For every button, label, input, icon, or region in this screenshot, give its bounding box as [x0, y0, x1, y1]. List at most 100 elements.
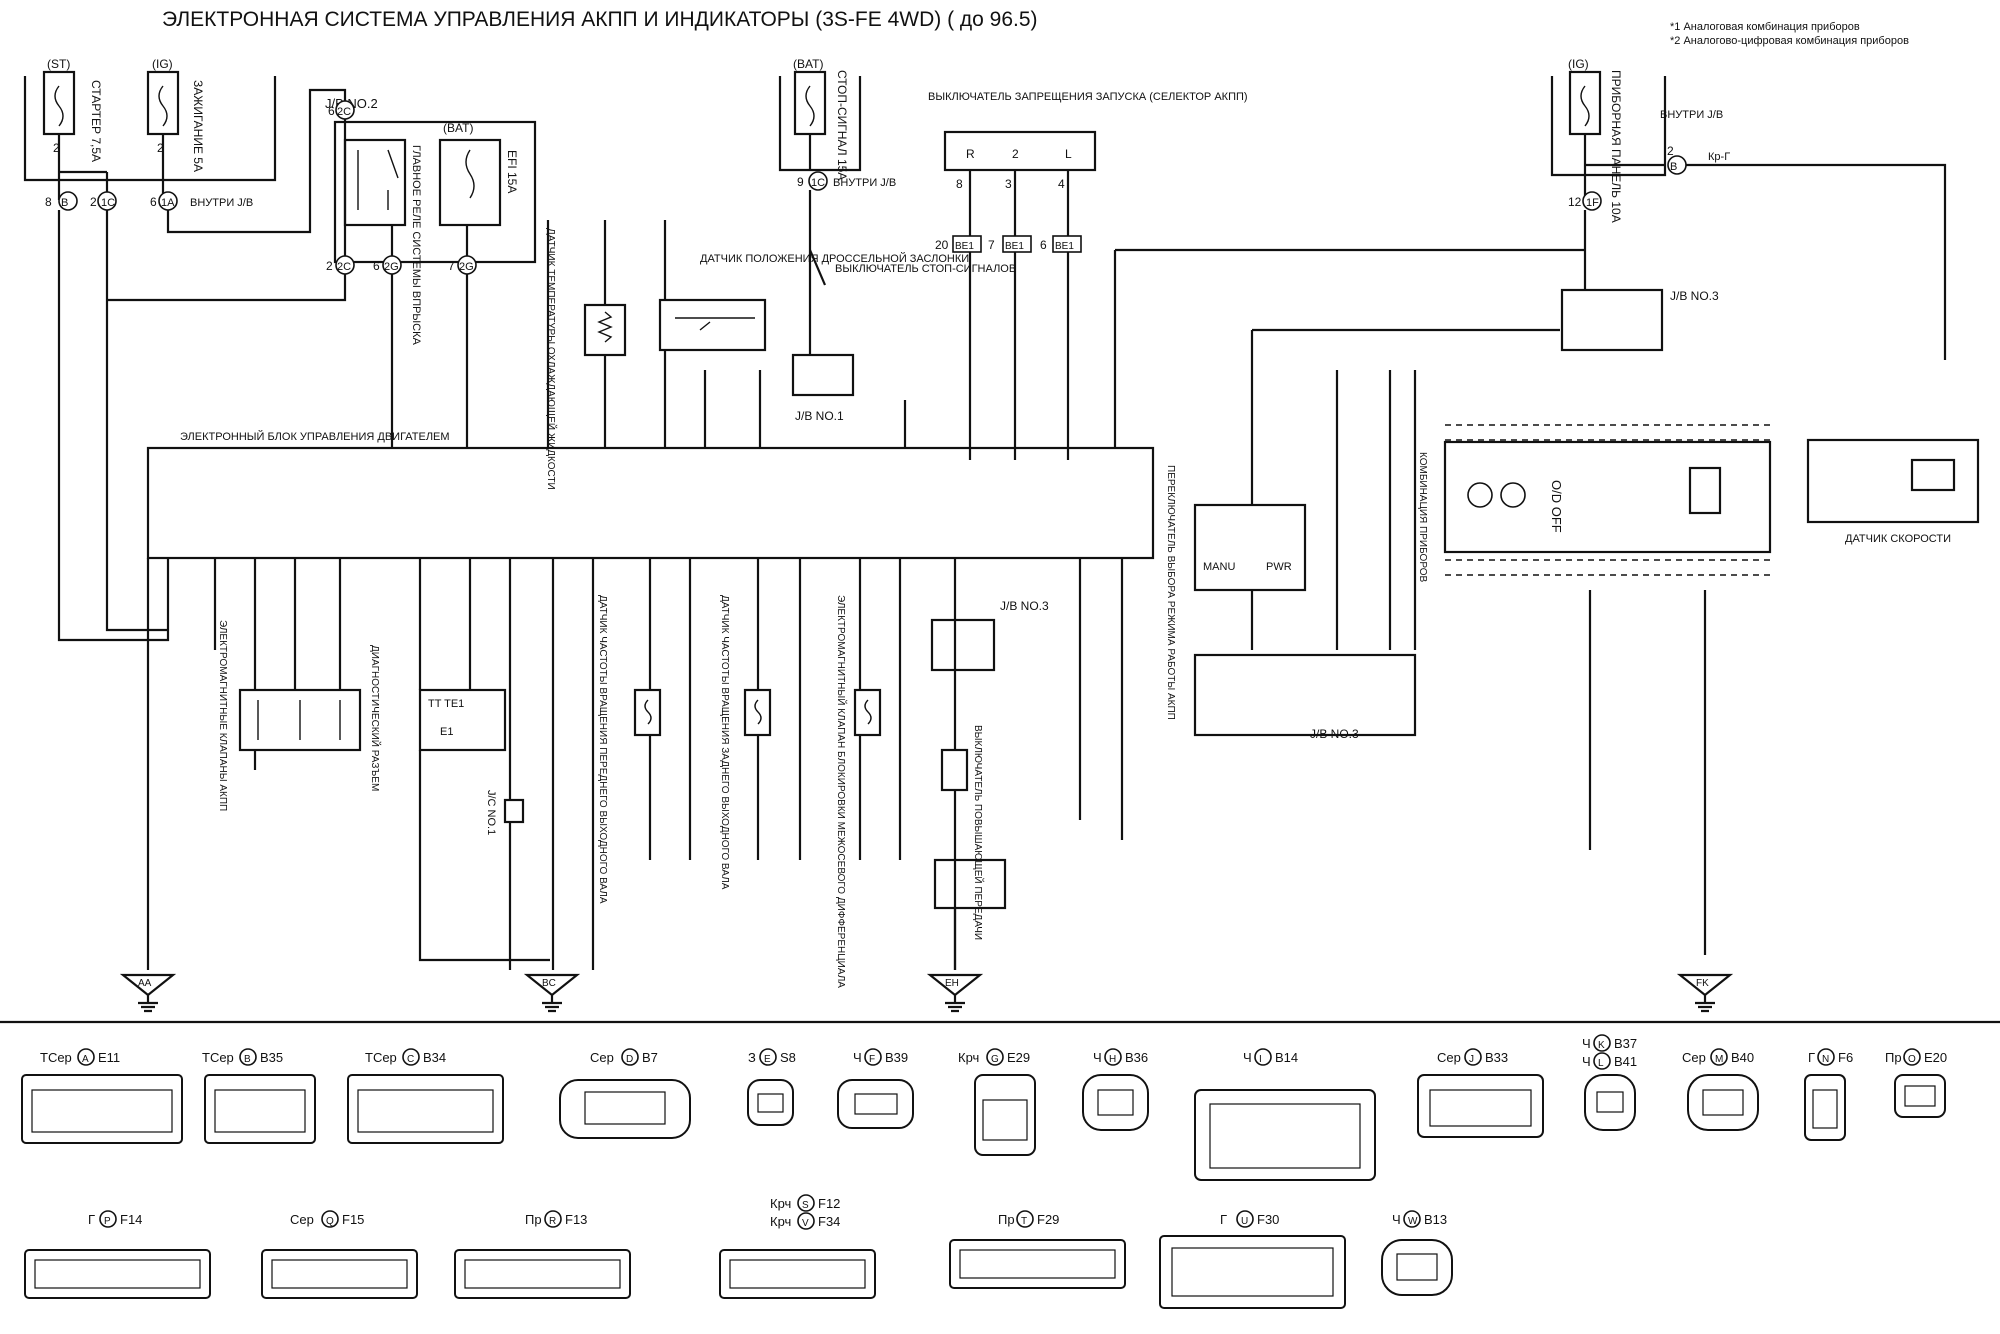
stop-switch-label: ВЫКЛЮЧАТЕЛЬ СТОП-СИГНАЛОВ	[835, 263, 1016, 275]
connector-legend-row1: ТСер A E11 ТСер B B35 ТСер C B34 Сер D B…	[21, 1034, 1947, 1181]
conn-H-code: H	[1109, 1054, 1116, 1065]
conn-R-color: Пр	[525, 1212, 542, 1227]
conn-F-ref: B39	[885, 1050, 908, 1065]
conn-C-code: C	[407, 1054, 414, 1065]
conn-F-color: Ч	[853, 1050, 862, 1065]
conn-K-code: K	[1598, 1040, 1605, 1051]
svg-text:2: 2	[1012, 147, 1019, 161]
conn-J-color: Сер	[1437, 1050, 1461, 1065]
ground-bc: BC	[542, 978, 556, 989]
efi-label: EFI 15A	[505, 150, 519, 193]
conn-I-color: Ч	[1243, 1050, 1252, 1065]
svg-text:R: R	[966, 147, 975, 161]
svg-text:BE1: BE1	[1055, 241, 1074, 252]
conn-I-code: I	[1259, 1054, 1262, 1065]
conn-W-ref: B13	[1424, 1212, 1447, 1227]
ecu-block: ЭЛЕКТРОННЫЙ БЛОК УПРАВЛЕНИЯ ДВИГАТЕЛЕМ	[146, 430, 1155, 560]
neutral-start-switch: ВЫКЛЮЧАТЕЛЬ ЗАПРЕЩЕНИЯ ЗАПУСКА (СЕЛЕКТОР…	[928, 91, 1248, 460]
footnote-1: *1 Аналоговая комбинация приборов	[1670, 21, 1860, 33]
svg-text:1C: 1C	[101, 197, 115, 209]
conn-A-ref: E11	[98, 1050, 120, 1065]
conn-K-ref: B37	[1614, 1036, 1637, 1051]
od-switch-label: ВЫКЛЮЧАТЕЛЬ ПОВЫШАЮЩЕЙ ПЕРЕДАЧИ	[972, 725, 985, 940]
jc1-label: J/C NO.1	[485, 790, 497, 835]
lower-wires	[146, 558, 1124, 970]
conn-D-ref: B7	[642, 1050, 658, 1065]
neutral-switch-label: ВЫКЛЮЧАТЕЛЬ ЗАПРЕЩЕНИЯ ЗАПУСКА (СЕЛЕКТОР…	[928, 91, 1248, 103]
conn-L-color: Ч	[1582, 1054, 1591, 1069]
conn-P-color: Г	[88, 1212, 95, 1227]
ig2-tag: (IG)	[1568, 57, 1589, 71]
combo-meter-label: КОМБИНАЦИЯ ПРИБОРОВ	[1417, 452, 1428, 583]
fuse-panel: (IG) ПРИБОРНАЯ ПАНЕЛЬ 10А ВНУТРИ J/B B 2…	[1550, 57, 1947, 360]
conn-G-code: G	[991, 1054, 999, 1065]
rear-speed-label: ДАТЧИК ЧАСТОТЫ ВРАЩЕНИЯ ЗАДНЕГО ВЫХОДНОГ…	[719, 595, 730, 890]
conn-E-ref: S8	[780, 1050, 796, 1065]
jb1-label: J/B NO.1	[795, 409, 844, 423]
conn-G-ref: E29	[1007, 1050, 1030, 1065]
fuse-st-tag: (ST)	[47, 57, 70, 71]
conn-B-code: B	[244, 1054, 251, 1065]
svg-text:8: 8	[45, 195, 52, 209]
svg-text:L: L	[1065, 147, 1072, 161]
fuse-ig-tag: (IG)	[152, 57, 173, 71]
svg-text:2: 2	[53, 141, 60, 155]
mode-manu-label: MANU	[1203, 561, 1235, 573]
conn-B-color: ТСер	[202, 1050, 234, 1065]
bat-tag: (BAT)	[793, 57, 823, 71]
conn-O-code: O	[1908, 1054, 1916, 1065]
bat2-tag: (BAT)	[443, 121, 473, 135]
svg-text:2: 2	[1667, 144, 1674, 158]
fuse-box-left: (ST) (IG) СТАРТЕР 7,5А ЗАЖИГАНИЕ 5А 2 2 …	[23, 57, 277, 211]
front-speed-label: ДАТЧИК ЧАСТОТЫ ВРАЩЕНИЯ ПЕРЕДНЕГО ВЫХОДН…	[597, 595, 608, 904]
jb3-label-mode: J/B NO.3	[1310, 727, 1359, 741]
svg-text:2C: 2C	[337, 261, 351, 273]
jb-no3-right: J/B NO.3	[1560, 288, 1719, 352]
svg-text:1C: 1C	[811, 177, 825, 189]
conn-Q-ref: F15	[342, 1212, 364, 1227]
conn-G-color: Крч	[958, 1050, 979, 1065]
solenoids-label: ЭЛЕКТРОМАГНИТНЫЕ КЛАПАНЫ АКПП	[217, 620, 228, 811]
ecu-title: ЭЛЕКТРОННЫЙ БЛОК УПРАВЛЕНИЯ ДВИГАТЕЛЕМ	[180, 430, 450, 443]
svg-text:2: 2	[90, 195, 97, 209]
main-relay-label: ГЛАВНОЕ РЕЛЕ СИСТЕМЫ ВПРЫСКА	[410, 145, 422, 346]
throttle-sensor: ДАТЧИК ПОЛОЖЕНИЯ ДРОССЕЛЬНОЙ ЗАСЛОНКИ	[658, 252, 969, 352]
svg-text:TT TE1: TT TE1	[428, 698, 464, 710]
fuse-ig-label: ЗАЖИГАНИЕ 5А	[191, 80, 205, 172]
svg-text:6: 6	[1040, 238, 1047, 252]
jb3-label-center: J/B NO.3	[1000, 599, 1049, 613]
diagram-title: ЭЛЕКТРОННАЯ СИСТЕМА УПРАВЛЕНИЯ АКПП И ИН…	[162, 8, 1038, 31]
svg-text:2: 2	[326, 259, 333, 273]
stop-switch: ВЫКЛЮЧАТЕЛЬ СТОП-СИГНАЛОВ J/B NO.1	[791, 249, 1016, 423]
conn-Q-code: Q	[326, 1216, 334, 1227]
conn-V-code: V	[802, 1218, 809, 1229]
conn-C-ref: B34	[423, 1050, 446, 1065]
conn-T-ref: F29	[1037, 1212, 1059, 1227]
jb-no3-center: J/B NO.3 ВЫКЛЮЧАТЕЛЬ ПОВЫШАЮЩЕЙ ПЕРЕДАЧИ	[930, 599, 1049, 970]
svg-text:Кр-Г: Кр-Г	[1708, 151, 1730, 163]
throttle-sensor-label: ДАТЧИК ПОЛОЖЕНИЯ ДРОССЕЛЬНОЙ ЗАСЛОНКИ	[700, 252, 969, 265]
conn-J-code: J	[1469, 1054, 1474, 1065]
conn-B-ref: B35	[260, 1050, 283, 1065]
conn-M-code: M	[1715, 1054, 1723, 1065]
svg-text:20: 20	[935, 238, 949, 252]
conn-P-ref: F14	[120, 1212, 142, 1227]
conn-S-color: Крч	[770, 1196, 791, 1211]
conn-A-color: ТСер	[40, 1050, 72, 1065]
conn-T-color: Пр	[998, 1212, 1015, 1227]
conn-W-color: Ч	[1392, 1212, 1401, 1227]
mode-switch-label: ПЕРЕКЛЮЧАТЕЛЬ ВЫБОРА РЕЖИМА РАБОТЫ АКПП	[1165, 465, 1176, 720]
svg-text:B: B	[1670, 161, 1677, 173]
conn-U-code: U	[1241, 1216, 1248, 1227]
conn-N-ref: F6	[1838, 1050, 1853, 1065]
svg-text:2: 2	[157, 141, 164, 155]
panel-fuse-label: ПРИБОРНАЯ ПАНЕЛЬ 10А	[1609, 70, 1623, 223]
svg-text:7: 7	[448, 259, 455, 273]
svg-text:8: 8	[956, 177, 963, 191]
svg-text:9: 9	[797, 175, 804, 189]
svg-text:B: B	[61, 197, 68, 209]
ground-eh: EH	[945, 978, 959, 989]
svg-text:7: 7	[988, 238, 995, 252]
speed-sensors: ДАТЧИК ЧАСТОТЫ ВРАЩЕНИЯ ПЕРЕДНЕГО ВЫХОДН…	[597, 595, 882, 988]
